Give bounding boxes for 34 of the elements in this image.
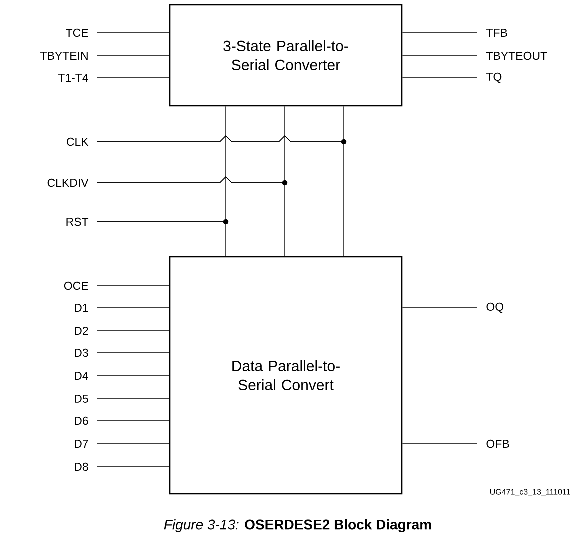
converter-block: Data Parallel-to-Serial Convert — [169, 256, 403, 495]
signal-line — [96, 222, 226, 257]
pin-label: TBYTEIN — [40, 52, 88, 60]
signal-line — [402, 32, 478, 34]
signal-line — [96, 420, 170, 422]
signal-line — [96, 398, 170, 400]
pin-label: TCE — [66, 28, 88, 38]
pin-label: D4 — [75, 372, 88, 380]
figure-id: UG471_c3_13_111011 — [490, 489, 570, 496]
figure-caption: Figure 3-13: OSERDESE2 Block Diagram — [164, 519, 432, 533]
pin-label: OCE — [64, 282, 88, 290]
pin-label: D3 — [75, 348, 88, 358]
pin-label: TQ — [486, 72, 502, 84]
pin-label: CLKDIV — [48, 178, 89, 188]
pin-label: D6 — [75, 416, 88, 426]
signal-line — [96, 176, 286, 257]
pin-label: RST — [66, 218, 89, 226]
signal-line — [96, 352, 170, 354]
converter-block: 3-State Parallel-to-Serial Converter — [169, 4, 403, 107]
pin-label: OQ — [486, 302, 504, 314]
pin-label: D5 — [75, 395, 88, 404]
pin-label: D8 — [75, 462, 88, 472]
pin-label: CLK — [67, 138, 89, 146]
signal-line — [96, 330, 170, 332]
pin-label: OFB — [486, 440, 510, 448]
pin-label: TFB — [486, 29, 508, 37]
signal-line — [96, 32, 170, 34]
pin-label: D2 — [75, 327, 88, 336]
signal-line — [96, 466, 170, 468]
pin-label: D7 — [75, 440, 88, 448]
pin-label: TBYTEOUT — [486, 52, 548, 60]
pin-label: T1-T4 — [58, 74, 88, 82]
pin-label: D1 — [75, 304, 88, 312]
signal-line — [96, 136, 344, 257]
